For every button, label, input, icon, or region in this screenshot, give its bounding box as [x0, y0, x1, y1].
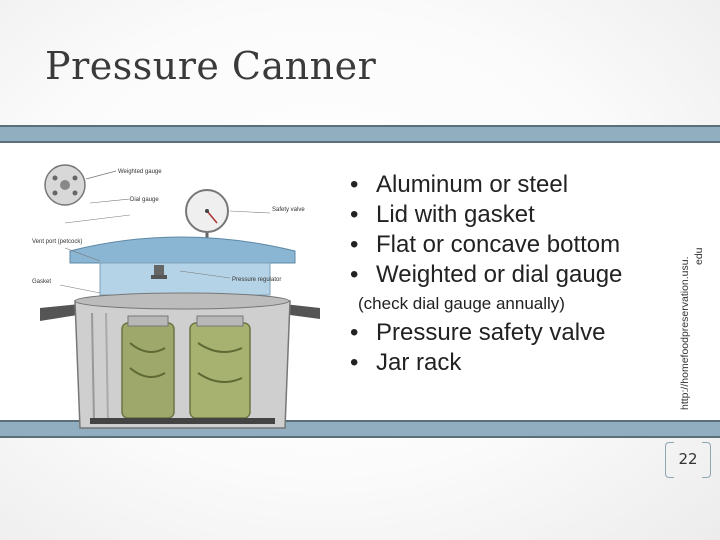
jar-rack — [90, 418, 275, 424]
top-divider-band — [0, 125, 720, 143]
slide-title: Pressure Canner — [45, 44, 377, 88]
bullet-item: •Lid with gasket — [350, 201, 535, 228]
source-line-1: http://homefoodpreservation.usu. — [679, 256, 691, 410]
bullet-item: •Jar rack — [350, 349, 462, 376]
canner-drawing: Weighted gauge Dial gauge Vent port (pet… — [32, 164, 320, 429]
label-weighted-gauge: Weighted gauge — [118, 169, 162, 175]
bullet-list: •Aluminum or steel •Lid with gasket •Fla… — [350, 170, 670, 378]
jar-left — [121, 322, 175, 419]
label-safety-valve: Safety valve — [272, 207, 305, 213]
label-vent-port: Vent port (petcock) — [32, 239, 82, 245]
bullet-item: •Flat or concave bottom — [350, 231, 621, 258]
bullet-item: •Aluminum or steel — [350, 171, 569, 198]
label-dial-gauge: Dial gauge — [130, 197, 159, 203]
source-credit: http://homefoodpreservation.usu. edu — [666, 155, 710, 415]
label-pressure-regulator: Pressure regulator — [232, 277, 281, 283]
page-number: 22 — [665, 440, 711, 478]
label-gasket: Gasket — [32, 279, 51, 285]
bullet-item: •Pressure safety valve — [350, 319, 606, 346]
pressure-canner-illustration: Weighted gauge Dial gauge Vent port (pet… — [30, 143, 330, 438]
gauge-check-note: (check dial gauge annually) — [358, 294, 565, 313]
source-line-2: edu — [693, 247, 705, 265]
jar-right — [189, 322, 251, 419]
bullet-item: •Weighted or dial gauge — [350, 261, 623, 288]
weighted-gauge-center — [60, 180, 70, 190]
canner-lid — [69, 236, 296, 264]
